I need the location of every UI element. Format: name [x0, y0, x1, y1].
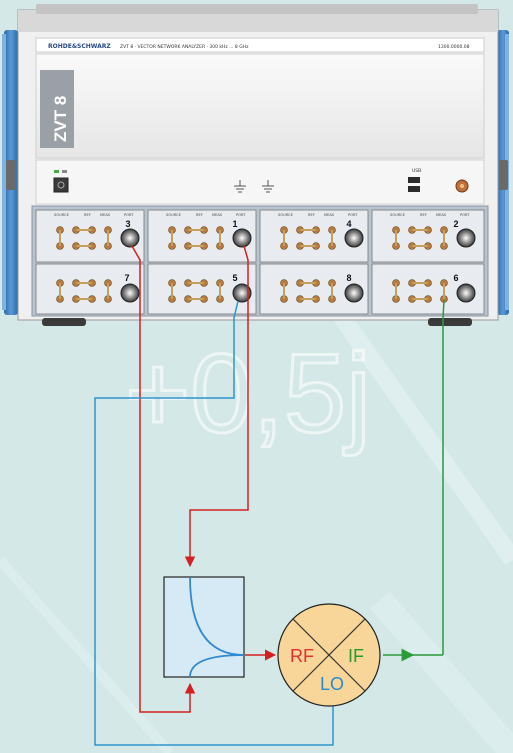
- port-number-1: 1: [232, 219, 237, 229]
- label-ref: REF: [196, 213, 203, 217]
- power-button[interactable]: [54, 178, 68, 192]
- usb-port-1[interactable]: [408, 177, 420, 183]
- port-1-connector[interactable]: [233, 229, 251, 247]
- right-foot: [428, 318, 472, 326]
- label-port: PORT: [124, 213, 134, 217]
- port-3-connector[interactable]: [121, 229, 139, 247]
- mixer: RF IF LO: [278, 604, 380, 706]
- port-number-8: 8: [346, 273, 351, 283]
- label-port: PORT: [348, 213, 358, 217]
- label-source: SOURCE: [278, 213, 294, 217]
- label-port: PORT: [236, 213, 246, 217]
- upper-port-row: [36, 210, 484, 262]
- port-6-connector[interactable]: [457, 284, 475, 302]
- if-label: IF: [348, 646, 364, 666]
- port-number-7: 7: [124, 273, 129, 283]
- label-ref: REF: [420, 213, 427, 217]
- port-number-5: 5: [232, 273, 237, 283]
- label-ref: REF: [84, 213, 91, 217]
- left-foot: [42, 318, 86, 326]
- label-source: SOURCE: [166, 213, 182, 217]
- label-ref: REF: [308, 213, 315, 217]
- hybrid-coupler: [164, 577, 244, 677]
- serial-text: 1300.0000.08: [438, 44, 470, 50]
- port-7-connector[interactable]: [121, 284, 139, 302]
- label-meas: MEAS: [324, 213, 335, 217]
- port-8-connector[interactable]: [345, 284, 363, 302]
- lo-label: LO: [320, 674, 344, 694]
- network-analyzer: ROHDE&SCHWARZ ZVT 8 · VECTOR NETWORK ANA…: [2, 4, 509, 326]
- side-model-label: ZVT 8: [51, 96, 70, 142]
- green-cable-if-to-port6: [443, 300, 444, 655]
- cables: [95, 246, 444, 745]
- label-source: SOURCE: [54, 213, 70, 217]
- usb-port-2[interactable]: [408, 186, 420, 192]
- model-text: ZVT 8 · VECTOR NETWORK ANALYZER · 300 kH…: [120, 44, 249, 50]
- label-meas: MEAS: [100, 213, 111, 217]
- coupler-box: [164, 577, 244, 677]
- port-number-2: 2: [453, 219, 458, 229]
- rf-label: RF: [290, 646, 314, 666]
- port-4-connector[interactable]: [345, 229, 363, 247]
- port-2-connector[interactable]: [457, 229, 475, 247]
- label-port: PORT: [460, 213, 470, 217]
- port-number-4: 4: [346, 219, 351, 229]
- label-source: SOURCE: [390, 213, 406, 217]
- status-led: [54, 170, 59, 173]
- port-number-3: 3: [125, 219, 130, 229]
- port-number-6: 6: [453, 273, 458, 283]
- label-meas: MEAS: [212, 213, 223, 217]
- usb-label: USB: [412, 168, 421, 174]
- brand-text: ROHDE&SCHWARZ: [48, 43, 111, 50]
- label-meas: MEAS: [436, 213, 447, 217]
- lower-port-row: [36, 264, 484, 314]
